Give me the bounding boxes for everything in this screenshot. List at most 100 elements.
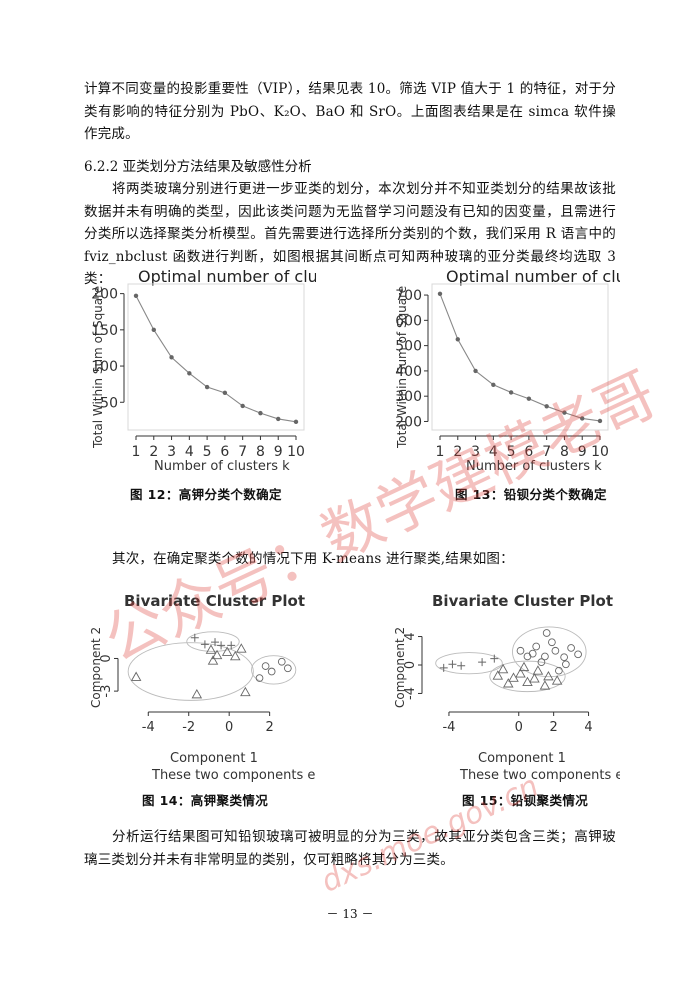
data-point	[562, 410, 567, 415]
data-point	[491, 382, 496, 388]
point-triangle	[229, 650, 241, 661]
y-tick-label: 400	[395, 364, 422, 380]
data-point	[258, 410, 263, 416]
x-tick-label: -4	[142, 720, 155, 735]
x-tick-label: 6	[220, 444, 229, 460]
figure-12-caption: 图 12：高钾分类个数确定	[130, 487, 282, 502]
data-point	[133, 293, 139, 298]
point-circle	[555, 666, 563, 675]
x-tick-label: 2	[265, 720, 273, 735]
y-axis-label: Component 2	[393, 627, 407, 708]
point-plus	[490, 654, 499, 663]
y-tick-label: -3	[99, 685, 114, 698]
x-tick-label: -2	[182, 720, 195, 735]
point-triangle	[130, 671, 142, 681]
point-circle	[532, 642, 541, 651]
x-tick-label: 10	[287, 444, 305, 460]
cluster-ellipse	[251, 655, 297, 685]
x-tick-label: 3	[167, 444, 176, 460]
y-tick-label: 150	[91, 323, 118, 339]
x-axis-label: Number of clusters k	[466, 459, 602, 474]
cluster-ellipse	[512, 626, 587, 678]
point-plus	[200, 640, 209, 649]
x-tick-label: 0	[225, 720, 233, 735]
point-triangle	[503, 678, 514, 688]
paragraph-vip: 计算不同变量的投影重要性（VIP），结果见表 10。筛选 VIP 值大于 1 的…	[84, 81, 616, 142]
x-tick-label: 0	[515, 720, 523, 735]
point-triangle	[240, 686, 251, 697]
point-triangle	[211, 649, 223, 660]
chart-title: Optimal number of clus	[138, 267, 316, 286]
y-tick-label: 100	[91, 359, 118, 375]
cluster-ellipse	[435, 652, 503, 675]
cluster-plot-high-potassium: Bivariate Cluster Plot Component 2 Compo…	[89, 592, 316, 783]
y-tick-label: 200	[91, 287, 118, 303]
data-point	[437, 291, 443, 296]
x-tick-label: 4	[489, 444, 498, 460]
data-point	[455, 337, 460, 342]
point-circle	[562, 660, 570, 669]
point-triangle	[515, 668, 526, 678]
chart-title: Bivariate Cluster Plot	[432, 592, 613, 610]
point-circle	[542, 629, 551, 637]
y-tick-label: 200	[395, 414, 422, 430]
point-triangle	[551, 675, 563, 685]
point-circle	[516, 646, 525, 655]
point-circle	[574, 650, 582, 659]
data-point	[276, 416, 281, 422]
chart-title: Bivariate Cluster Plot	[124, 592, 305, 610]
data-point	[204, 384, 210, 390]
point-triangle	[492, 670, 504, 680]
x-tick-label: 10	[591, 444, 609, 460]
x-tick-label: 1	[132, 444, 141, 460]
x-axis-label: Component 1	[170, 751, 258, 766]
data-point	[508, 390, 514, 395]
paragraph-subclass: 将两类玻璃分别进行更进一步亚类的划分，本次划分并不知亚类划分的结果故该批数据并未…	[84, 181, 616, 287]
data-point	[293, 419, 299, 425]
x-axis-label: Number of clusters k	[154, 459, 290, 474]
point-circle	[283, 664, 292, 673]
point-triangle	[518, 661, 530, 672]
point-circle	[551, 646, 560, 655]
x-tick-label: 8	[560, 444, 569, 460]
plot-frame	[127, 283, 305, 431]
point-circle	[560, 653, 568, 662]
point-circle	[277, 657, 286, 666]
section-heading: 6.2.2 亚类划分方法结果及敏感性分析	[84, 159, 312, 175]
elbow-chart-high-potassium: Optimal number of clus Total Within Sum …	[91, 267, 316, 474]
series-line	[439, 293, 601, 422]
x-tick-label: 5	[507, 444, 516, 460]
cluster-plot-lead-barium: Bivariate Cluster Plot Component 2 Compo…	[393, 592, 620, 783]
y-axis-label: Total Within Sum of Square	[91, 286, 105, 449]
point-triangle	[205, 644, 217, 654]
paragraph-analysis: 分析运行结果图可知铅钡玻璃可被明显的分为三类，故其亚分类包含三类；高钾玻璃三类划…	[84, 829, 616, 868]
y-tick-label: 700	[395, 288, 422, 304]
point-triangle	[191, 688, 203, 699]
cluster-ellipse	[489, 660, 566, 693]
point-triangle	[529, 673, 540, 683]
point-triangle	[236, 643, 247, 653]
data-point	[580, 416, 585, 421]
y-axis-label: Total Within Sum of Square	[395, 286, 409, 449]
point-circle	[255, 674, 264, 682]
data-point	[187, 371, 192, 376]
plot-frame	[431, 283, 609, 431]
y-tick-label: 300	[395, 389, 422, 405]
paragraph-kmeans: 其次，在确定聚类个数的情况下用 K-means 进行聚类,结果如图：	[112, 551, 514, 567]
y-tick-label: 600	[395, 313, 422, 329]
x-tick-label: 5	[203, 444, 212, 460]
chart-subtitle: These two components e:	[459, 768, 620, 783]
data-point	[544, 404, 549, 409]
data-point	[169, 355, 174, 360]
y-tick-label: 500	[395, 339, 422, 355]
chart-title: Optimal number of clus	[446, 267, 620, 286]
x-tick-label: 2	[149, 444, 158, 460]
point-plus	[190, 633, 199, 642]
x-tick-label: 7	[542, 444, 551, 460]
figure-13-caption: 图 13：铅钡分类个数确定	[455, 487, 607, 502]
point-triangle	[543, 670, 554, 681]
y-axis-label: Component 2	[89, 627, 103, 708]
data-point	[151, 327, 156, 333]
point-triangle	[497, 663, 509, 674]
data-point	[240, 403, 245, 409]
